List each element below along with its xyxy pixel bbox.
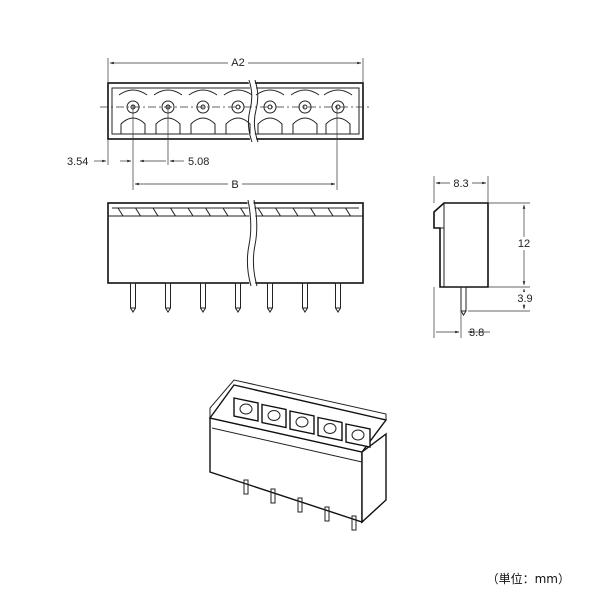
pin xyxy=(267,282,273,309)
pin-dot xyxy=(235,104,241,110)
isometric-view xyxy=(208,379,388,531)
iso-socket xyxy=(289,410,315,435)
pin-dot xyxy=(200,104,206,110)
iso-socket xyxy=(345,423,371,448)
pin-tip xyxy=(130,307,136,313)
pin-dot xyxy=(302,104,308,110)
rib xyxy=(275,207,281,217)
pin-tip xyxy=(335,307,341,313)
iso-socket-hole xyxy=(239,403,253,415)
iso-socket-hole xyxy=(295,416,309,428)
socket-slot xyxy=(292,117,318,134)
iso-socket xyxy=(317,416,343,442)
socket-arc xyxy=(255,89,285,96)
iso-pin xyxy=(270,488,276,504)
pin xyxy=(302,282,308,309)
dim-3-8-label: 3.8 xyxy=(469,327,484,339)
socket-hole xyxy=(331,100,345,114)
iso-socket xyxy=(233,397,259,422)
pin xyxy=(165,282,171,309)
rib xyxy=(327,207,334,217)
rib xyxy=(310,207,316,217)
rib xyxy=(205,207,211,217)
rib xyxy=(170,207,176,217)
rib xyxy=(135,207,141,217)
iso-pin xyxy=(243,479,249,495)
iso-pin xyxy=(351,515,357,531)
front-view xyxy=(107,199,364,313)
rib xyxy=(222,207,229,217)
iso-socket-hole xyxy=(351,429,365,441)
top-view: A2 3.54 5.08 B xyxy=(67,55,370,191)
pin xyxy=(200,282,206,309)
iso-pin xyxy=(297,497,303,513)
pin-dot xyxy=(267,104,273,110)
pin-tip xyxy=(267,307,273,313)
pin-tip xyxy=(200,307,206,313)
iso-socket xyxy=(261,403,287,429)
dim-12-label: 12 xyxy=(518,238,530,250)
pin xyxy=(335,282,341,309)
dim-5-08-label: 5.08 xyxy=(188,156,209,168)
rib xyxy=(292,207,299,217)
socket-slot xyxy=(325,117,351,134)
side-view: 8.3 12 3.9 3.8 xyxy=(433,176,536,339)
socket-slot xyxy=(190,117,216,134)
socket-arc xyxy=(223,89,253,96)
socket-hole xyxy=(263,100,277,114)
socket-arc xyxy=(153,89,183,96)
dim-a2-label: A2 xyxy=(231,57,244,69)
pin-tip xyxy=(302,307,308,313)
rib xyxy=(187,207,194,217)
iso-socket-hole xyxy=(323,423,337,434)
socket-hole xyxy=(231,100,245,114)
socket-slot xyxy=(257,117,283,134)
rib xyxy=(240,207,246,217)
pin xyxy=(235,282,241,309)
socket-arc xyxy=(188,89,218,96)
dim-8-3-label: 8.3 xyxy=(453,178,468,190)
dim-b-label: B xyxy=(231,179,238,191)
socket-arc xyxy=(323,89,353,96)
iso-socket-hole xyxy=(267,410,281,421)
pin-dot xyxy=(335,104,341,110)
iso-pin xyxy=(324,506,330,522)
pin xyxy=(130,282,136,309)
socket-slot xyxy=(225,117,251,134)
pin-tip xyxy=(165,307,171,313)
socket-hole xyxy=(298,100,312,114)
pin-tip xyxy=(235,307,241,313)
socket-arc xyxy=(118,89,148,96)
socket-arc xyxy=(290,89,320,96)
rib xyxy=(257,207,264,217)
dim-3-54-label: 3.54 xyxy=(67,156,88,168)
rib xyxy=(117,207,124,217)
socket-hole xyxy=(196,100,210,114)
rib xyxy=(152,207,159,217)
unit-note: （単位：mm） xyxy=(487,571,570,586)
rib xyxy=(345,207,351,217)
dim-3-9-label: 3.9 xyxy=(517,293,532,305)
